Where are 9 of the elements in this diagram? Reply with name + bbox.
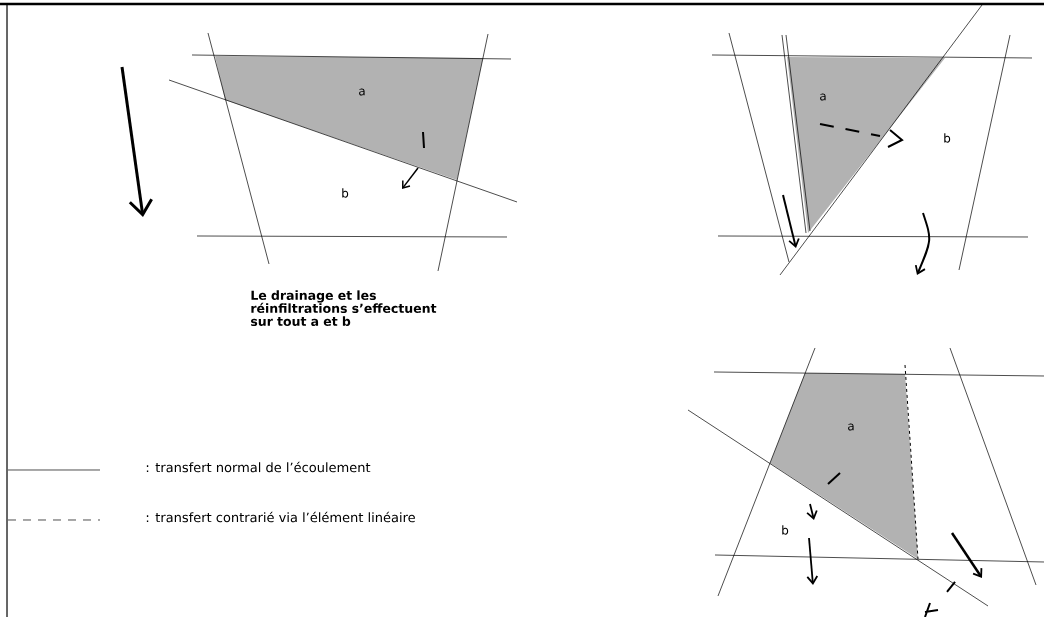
region-label: b [944, 133, 951, 143]
region-label: b [342, 188, 349, 198]
region-label: b [782, 525, 789, 535]
legend-text: : transfert contrarié via l’élément linéaire [146, 511, 415, 523]
legend-text: : transfert normal de l’écoulement [146, 461, 371, 473]
region-label: a [820, 93, 826, 101]
note-text: Le drainage et les réinfiltrations s’effectuent sur tout a et b [251, 290, 437, 326]
region-label: a [848, 423, 854, 431]
region-label: a [359, 88, 365, 96]
